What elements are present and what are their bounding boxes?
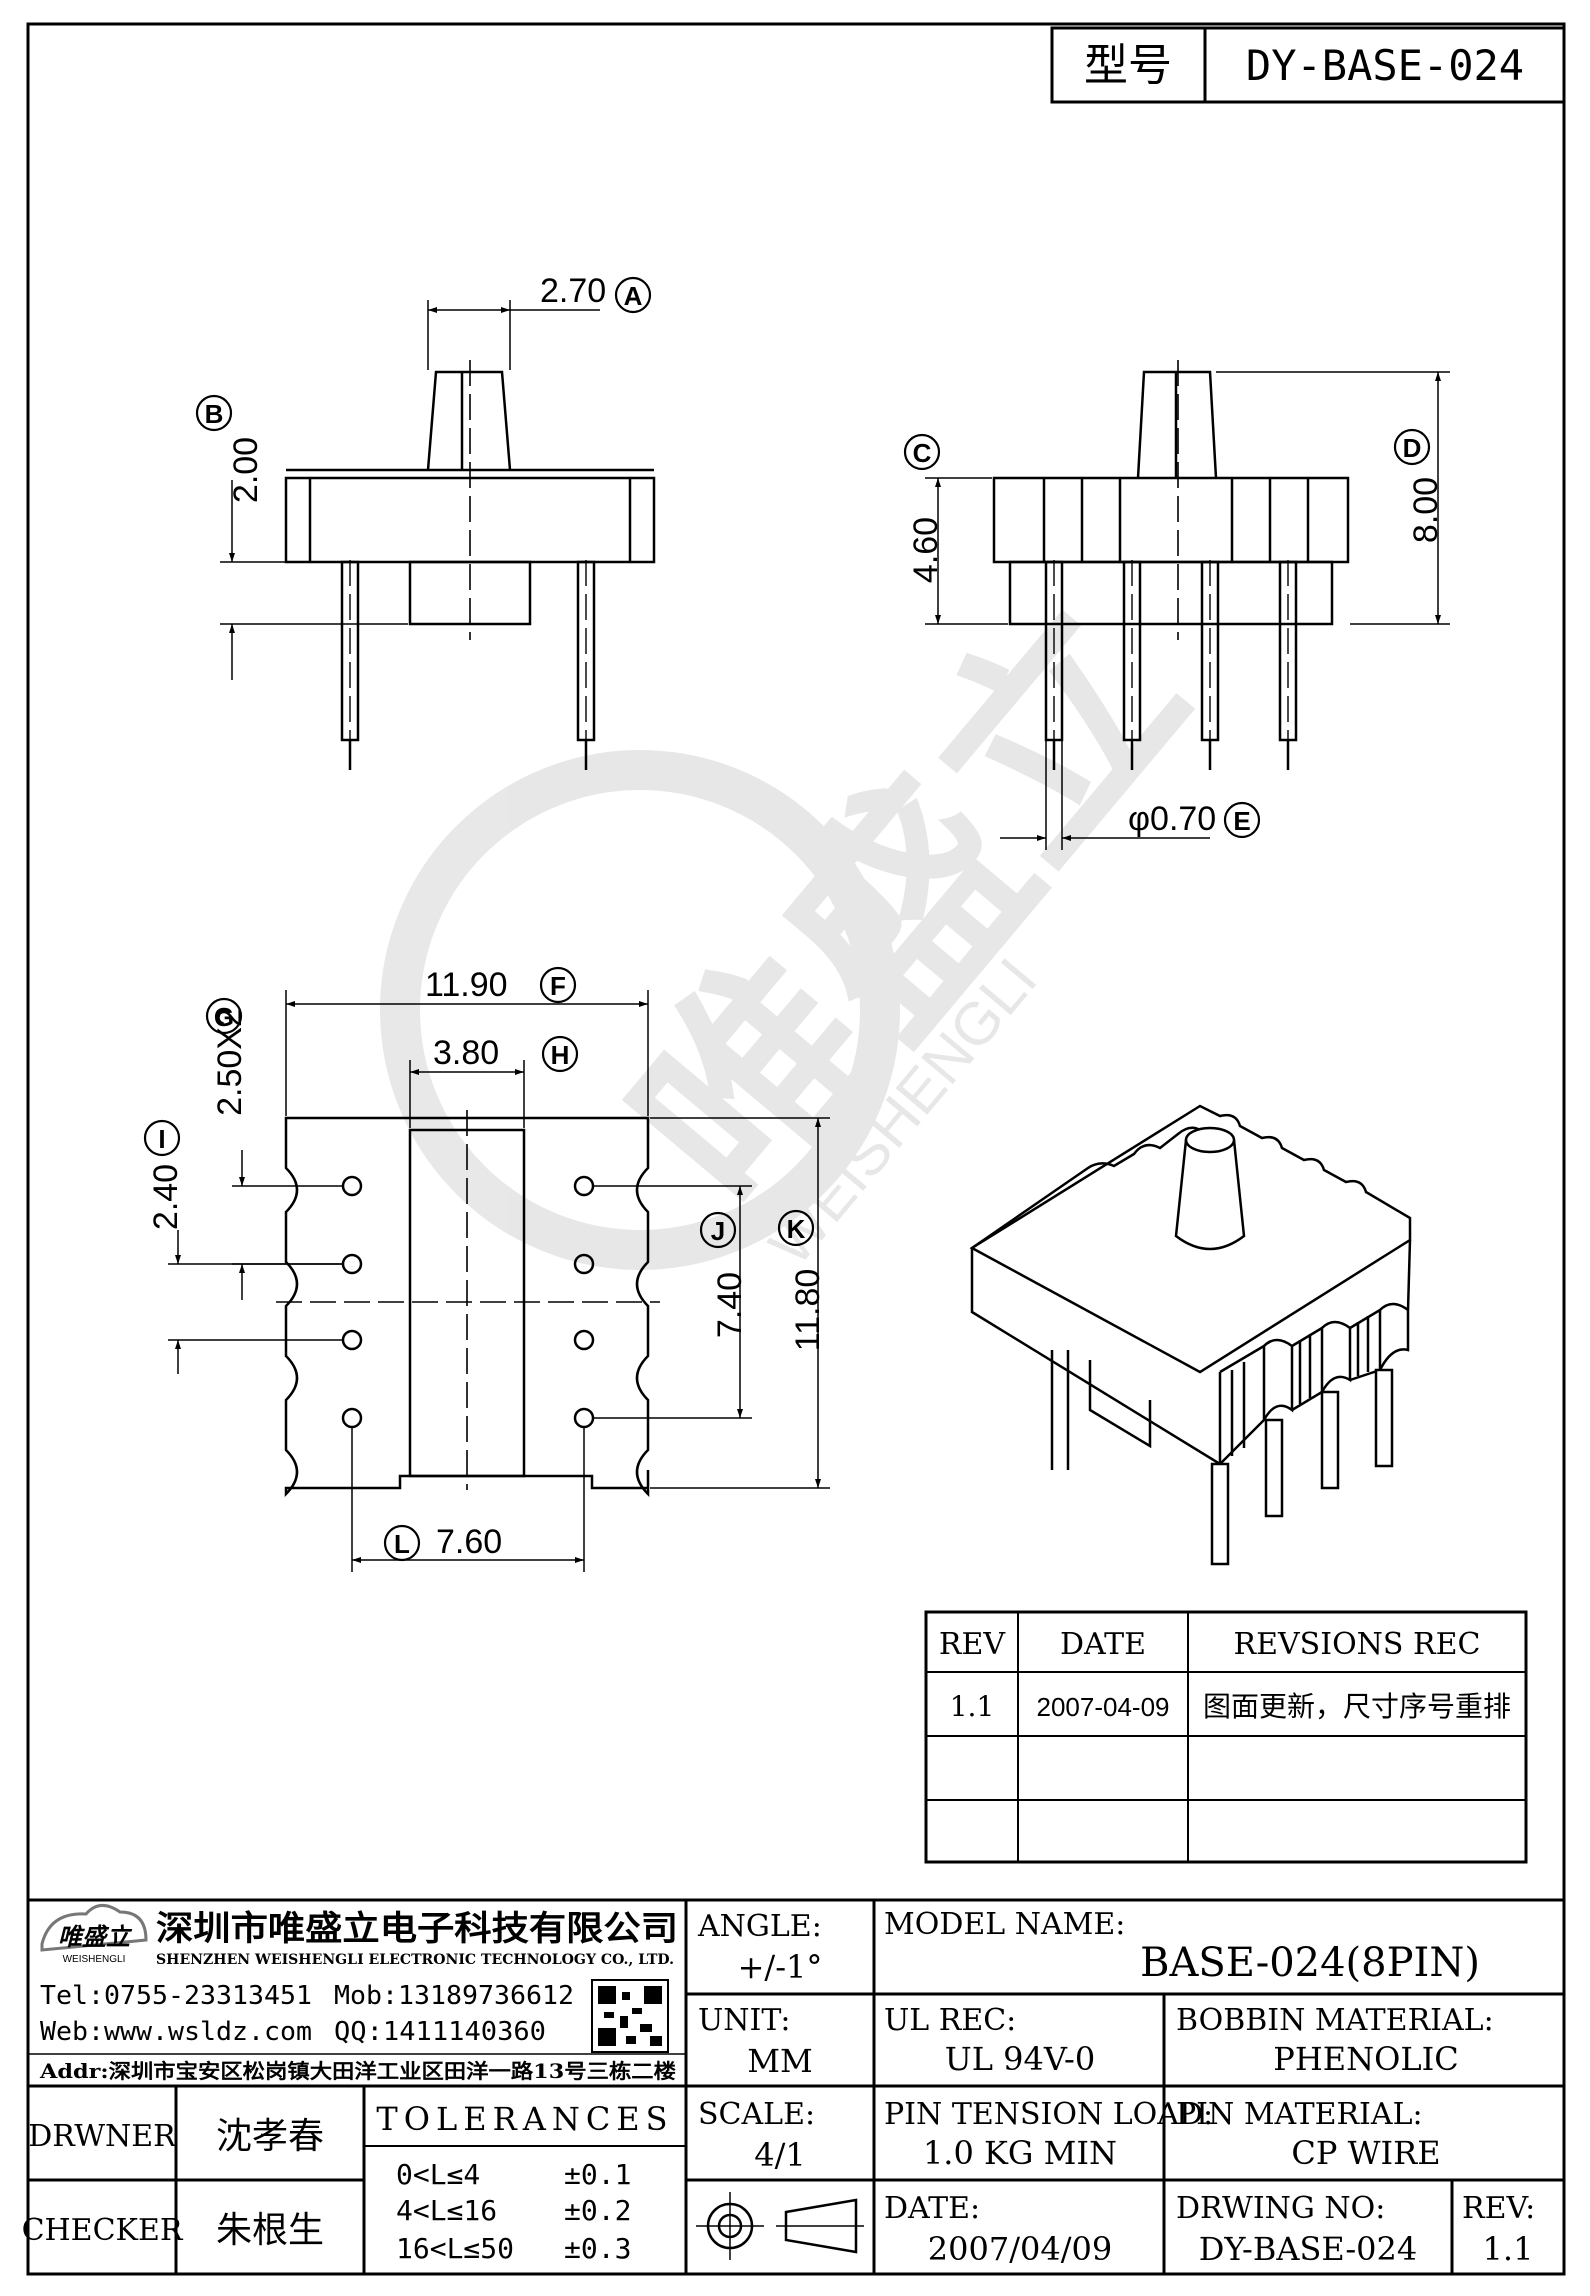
bobbin-material-label: BOBBIN MATERIAL: xyxy=(1176,2003,1494,2038)
ul-rec-value: UL 94V-0 xyxy=(945,2040,1095,2078)
dim-j-letter: J xyxy=(711,1216,725,1246)
rev-row-1-rev: 1.1 xyxy=(950,1690,995,1723)
sheet-border xyxy=(26,22,1566,2276)
company-qq: QQ:1411140360 xyxy=(334,2017,546,2047)
dim-c-letter: C xyxy=(913,438,932,468)
tolerance-range-3: 16<L≤50 xyxy=(396,2232,514,2265)
dim-b: 2.00 B xyxy=(195,394,408,680)
dim-g-letter: G xyxy=(214,1002,234,1032)
model-name-value: BASE-024(8PIN) xyxy=(1140,1940,1480,1986)
company-name-cn: 深圳市唯盛立电子科技有限公司 xyxy=(156,1909,678,1949)
dim-e-letter: E xyxy=(1233,806,1250,836)
dim-g: 2.50X2 G xyxy=(205,997,344,1300)
rev-header-rev: REV xyxy=(939,1627,1006,1662)
model-box-label: 型号 xyxy=(1084,40,1172,91)
company-addr: Addr:深圳市宝安区松岗镇大田洋工业区田洋一路13号三栋二楼 xyxy=(39,2059,676,2083)
front-view xyxy=(284,360,656,770)
company-mob: Mob:13189736612 xyxy=(334,1981,574,2011)
dim-h-letter: H xyxy=(551,1040,570,1070)
company-tel: Tel:0755-23313451 xyxy=(40,1981,312,2011)
pin-material-value: CP WIRE xyxy=(1291,2134,1440,2172)
dim-b-value: 2.00 xyxy=(227,437,265,503)
model-number-box: 型号 DY-BASE-024 xyxy=(1050,26,1566,104)
unit-value: MM xyxy=(747,2042,813,2080)
dim-l-value: 7.60 xyxy=(436,1523,502,1561)
scale-label: SCALE: xyxy=(698,2097,815,2132)
unit-label: UNIT: xyxy=(698,2003,790,2038)
company-name-en: SHENZHEN WEISHENGLI ELECTRONIC TECHNOLOG… xyxy=(156,1952,674,1968)
drawner-value: 沈孝春 xyxy=(216,2116,324,2157)
dim-c: 4.60 C xyxy=(903,433,1008,625)
dim-i: 2.40 I xyxy=(143,1119,344,1374)
dim-d-value: 8.00 xyxy=(1407,477,1445,543)
dim-a: 2.70 A xyxy=(427,272,652,370)
date-label: DATE: xyxy=(884,2191,980,2226)
date-value: 2007/04/09 xyxy=(928,2230,1112,2268)
tolerance-range-1: 0<L≤4 xyxy=(396,2158,480,2191)
rev-row-1-date: 2007-04-09 xyxy=(1037,1692,1170,1722)
scale-value: 4/1 xyxy=(754,2136,806,2174)
tolerances-title: TOLERANCES xyxy=(376,2100,673,2138)
dim-j: 7.40 J xyxy=(594,1185,752,1419)
drawner-label: DRWNER xyxy=(28,2119,177,2154)
dim-c-value: 4.60 xyxy=(907,517,945,583)
dim-i-letter: I xyxy=(158,1124,165,1154)
company-logo: 唯盛立 WEISHENGLI xyxy=(40,1904,148,1965)
dim-a-letter: A xyxy=(624,281,643,311)
qr-code xyxy=(591,1979,669,2053)
model-box-value: DY-BASE-024 xyxy=(1246,41,1524,90)
revision-table: REV DATE REVSIONS REC 1.1 2007-04-09 图面更… xyxy=(924,1610,1528,1864)
tolerance-value-3: ±0.3 xyxy=(564,2232,631,2265)
dim-k-value: 11.80 xyxy=(789,1269,827,1352)
ul-rec-label: UL REC: xyxy=(884,2003,1016,2038)
logo-text: 唯盛立 xyxy=(58,1922,133,1951)
dim-g-value: 2.50X2 xyxy=(211,1008,249,1116)
company-web: Web:www.wsldz.com xyxy=(40,2017,312,2047)
dim-k: 11.80 K xyxy=(650,1117,830,1489)
dim-i-value: 2.40 xyxy=(147,1164,185,1230)
tolerance-range-2: 4<L≤16 xyxy=(396,2194,497,2227)
tolerance-value-1: ±0.1 xyxy=(564,2158,631,2191)
logo-sub: WEISHENGLI xyxy=(63,1954,126,1965)
pin-tension-value: 1.0 KG MIN xyxy=(923,2134,1117,2172)
rev-label: REV: xyxy=(1462,2191,1535,2226)
drawing-no-value: DY-BASE-024 xyxy=(1199,2230,1417,2268)
dim-h: 3.80 H xyxy=(409,1034,579,1128)
dim-d-letter: D xyxy=(1403,433,1422,463)
angle-value: +/-1° xyxy=(738,1948,823,1986)
dim-e: φ0.70 E xyxy=(1000,740,1261,850)
dim-f-letter: F xyxy=(550,971,566,1001)
dim-h-value: 3.80 xyxy=(433,1034,499,1072)
angle-label: ANGLE: xyxy=(697,1909,822,1944)
bobbin-material-value: PHENOLIC xyxy=(1273,2040,1458,2078)
dim-k-letter: K xyxy=(787,1214,806,1244)
dim-l: L 7.60 xyxy=(351,1426,585,1572)
model-name-label: MODEL NAME: xyxy=(884,1907,1125,1942)
title-block xyxy=(28,1898,1564,2274)
drawing-no-label: DRWING NO: xyxy=(1176,2191,1385,2226)
projection-symbol-icon xyxy=(696,2192,864,2260)
tolerance-value-2: ±0.2 xyxy=(564,2194,631,2227)
rev-header-date: DATE xyxy=(1060,1627,1146,1662)
side-view xyxy=(992,360,1350,770)
dim-b-letter: B xyxy=(205,399,224,429)
rev-row-1-rec: 图面更新，尺寸序号重排 xyxy=(1203,1690,1511,1723)
isometric-view xyxy=(969,1104,1412,1566)
dim-f: 11.90 F xyxy=(285,966,649,1116)
dim-a-value: 2.70 xyxy=(540,272,606,310)
dim-e-value: φ0.70 xyxy=(1128,800,1216,838)
rev-header-rec: REVSIONS REC xyxy=(1234,1627,1481,1662)
company-block: 唯盛立 WEISHENGLI 深圳市唯盛立电子科技有限公司 SHENZHEN W… xyxy=(39,1904,678,2083)
dim-l-letter: L xyxy=(394,1529,410,1559)
rev-value: 1.1 xyxy=(1483,2230,1534,2268)
pin-tension-label: PIN TENSION LOAD: xyxy=(884,2097,1213,2132)
dim-d: 8.00 D xyxy=(1216,371,1450,625)
checker-label: CHECKER xyxy=(22,2213,184,2248)
checker-value: 朱根生 xyxy=(216,2210,324,2251)
dim-j-value: 7.40 xyxy=(711,1272,749,1338)
pin-material-label: PIN MATERIAL: xyxy=(1176,2097,1423,2132)
dim-f-value: 11.90 xyxy=(425,966,508,1004)
